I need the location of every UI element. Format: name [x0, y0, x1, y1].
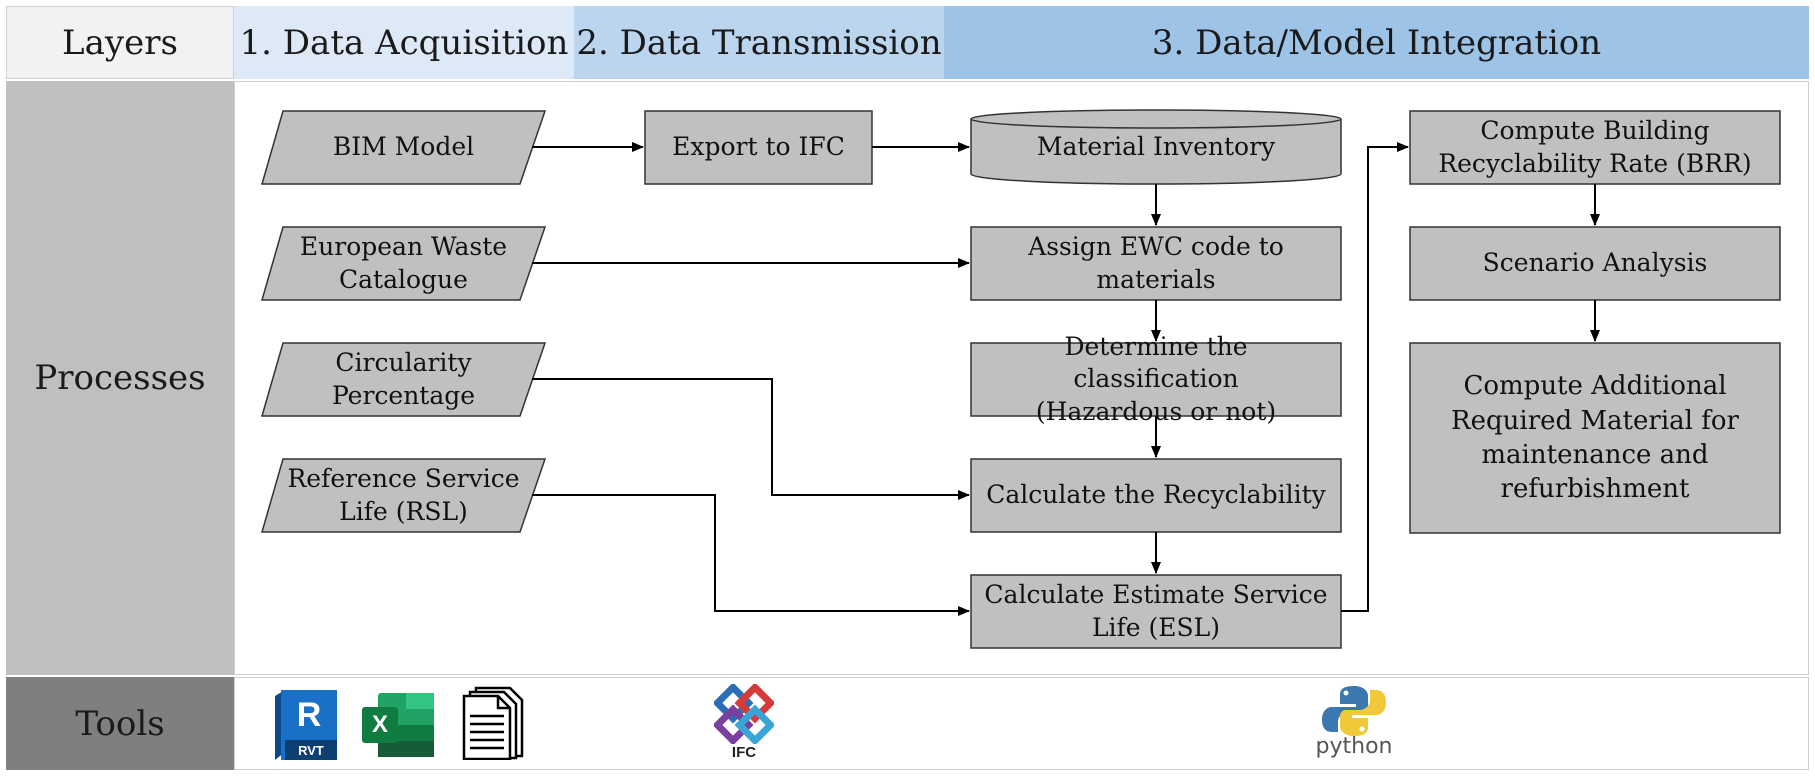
compute-additional-material-label: Compute Additional Required Material for…: [1451, 371, 1739, 505]
material-inventory-shape: [970, 109, 1342, 185]
input-bim-model-shape: [261, 110, 547, 185]
input-european-waste-catalogue: European Waste Catalogue: [262, 227, 545, 300]
determine-classification: Determine the classification (Hazardous …: [971, 332, 1341, 426]
header-layer-2: 2. Data Transmission: [574, 6, 944, 79]
brr-shape: [1409, 110, 1781, 185]
esl-shape: [970, 574, 1342, 649]
header-layer-3-label: 3. Data/Model Integration: [1151, 22, 1602, 63]
calculate-esl-label: Calculate Estimate Service Life (ESL): [984, 580, 1328, 642]
recyclability-shape: [970, 458, 1342, 533]
ifc-logo-label: IFC: [731, 744, 757, 761]
export-to-ifc-label: Export to IFC: [672, 132, 845, 162]
input-bim-model: BIM Model: [262, 111, 545, 184]
compute-brr-label: Compute Building Recyclability Rate (BRR…: [1438, 116, 1752, 178]
assign-ewc-label: Assign EWC code to materials: [1028, 232, 1284, 294]
input-bim-model-label: BIM Model: [332, 132, 475, 162]
calculate-esl: Calculate Estimate Service Life (ESL): [971, 575, 1341, 648]
determine-classification-label: Determine the classification (Hazardous …: [1035, 331, 1277, 426]
processes-label: Processes: [34, 358, 206, 398]
arrow-circularity-to-recyclability: [532, 378, 970, 500]
ifc-logo-icon: IFC: [712, 682, 776, 762]
header-layer-2-label: 2. Data Transmission: [576, 22, 942, 63]
excel-icon: X: [362, 693, 434, 757]
revit-icon: R RVT: [275, 690, 341, 760]
input-reference-service-life: Reference Service Life (RSL): [262, 459, 545, 532]
assign-ewc-shape: [970, 226, 1342, 301]
scenario-analysis: Scenario Analysis: [1410, 227, 1780, 300]
arrow-esl-to-brr: [1341, 142, 1409, 612]
calculate-recyclability-label: Calculate the Recyclability: [986, 480, 1326, 510]
material-inventory-label: Material Inventory: [1036, 132, 1276, 162]
document-icon: [462, 686, 528, 761]
processes-row-label: Processes: [6, 81, 234, 675]
header-layer-3: 3. Data/Model Integration: [944, 6, 1809, 79]
processes-panel: [234, 81, 1809, 675]
excel-letter: X: [371, 711, 388, 738]
header-layer-1-label: 1. Data Acquisition: [239, 22, 569, 63]
input-ewc-label: European Waste Catalogue: [299, 232, 508, 294]
header-layer-1: 1. Data Acquisition: [234, 6, 574, 79]
tools-row-label: Tools: [6, 677, 234, 770]
revit-label: RVT: [298, 742, 324, 758]
scenario-shape: [1409, 226, 1781, 301]
tools-label: Tools: [75, 703, 165, 744]
input-circularity-percentage: Circularity Percentage: [262, 343, 545, 416]
revit-letter: R: [296, 695, 322, 734]
classification-shape: [970, 342, 1342, 417]
python-logo-label: python: [1315, 734, 1393, 759]
header-layers: Layers: [6, 6, 234, 79]
assign-ewc-code: Assign EWC code to materials: [971, 227, 1341, 300]
material-inventory: Material Inventory: [971, 116, 1341, 179]
calculate-recyclability: Calculate the Recyclability: [971, 459, 1341, 532]
export-to-ifc: Export to IFC: [645, 111, 872, 184]
arrow-rsl-to-esl: [532, 494, 970, 616]
input-rsl-label: Reference Service Life (RSL): [287, 464, 520, 526]
input-ewc-shape: [261, 226, 547, 301]
input-circularity-shape: [261, 342, 547, 417]
input-rsl-shape: [261, 458, 547, 533]
scenario-analysis-label: Scenario Analysis: [1482, 248, 1708, 278]
compute-brr: Compute Building Recyclability Rate (BRR…: [1410, 111, 1780, 184]
export-ifc-shape: [644, 110, 873, 185]
compute-additional-material: Compute Additional Required Material for…: [1410, 343, 1780, 533]
header-layers-label: Layers: [62, 22, 178, 63]
tools-panel: [234, 677, 1809, 770]
additional-material-shape: [1409, 342, 1781, 534]
python-logo-icon: python: [1316, 684, 1392, 764]
input-circularity-label: Circularity Percentage: [331, 348, 476, 410]
